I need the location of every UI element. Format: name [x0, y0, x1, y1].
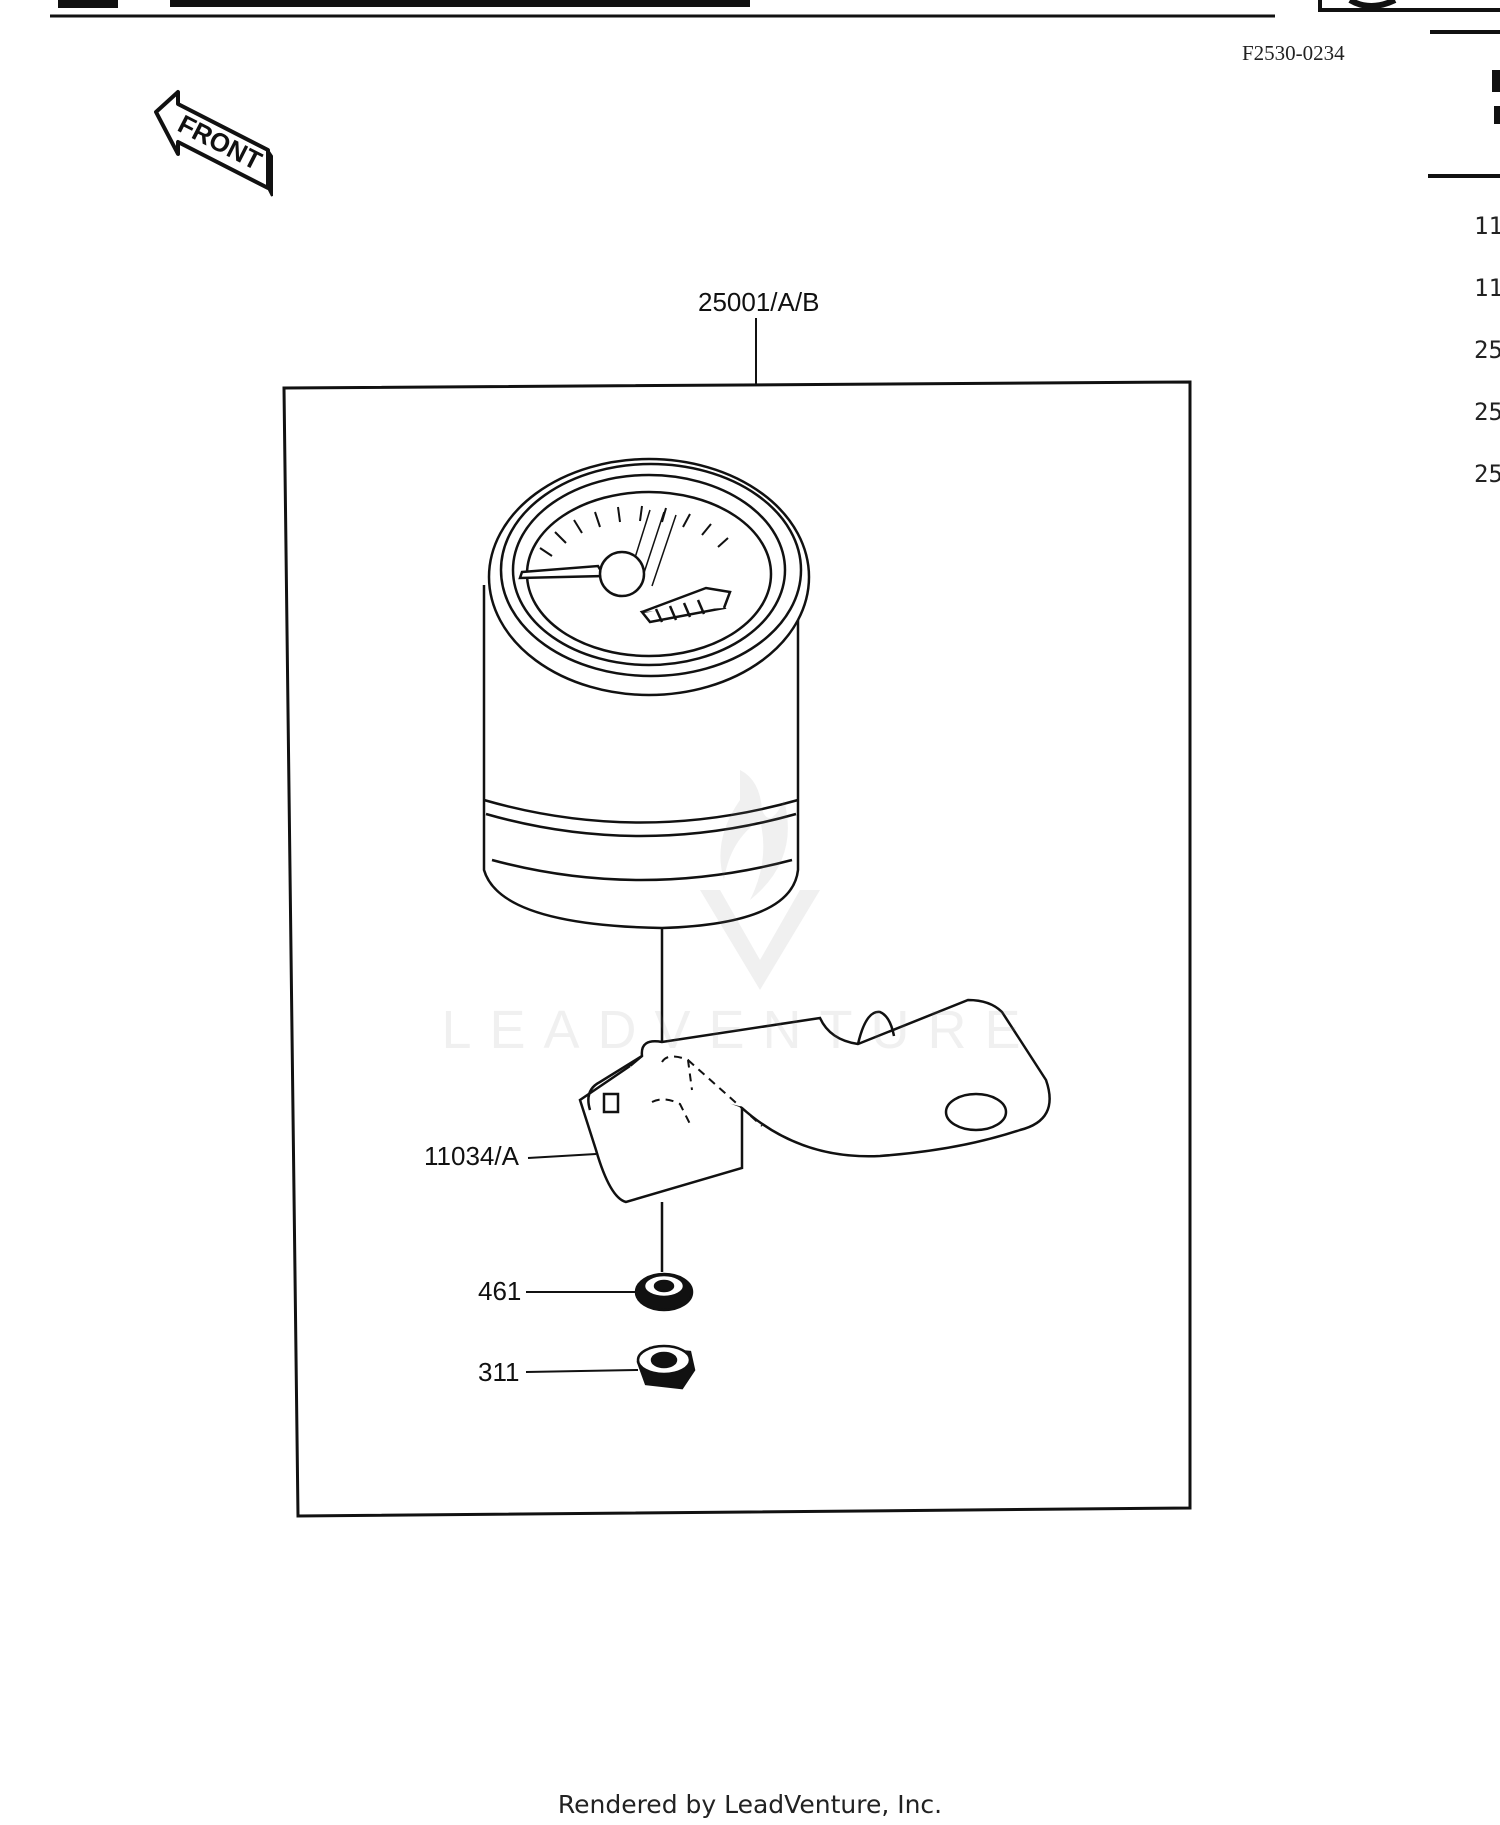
kit-frame: [282, 380, 1192, 1518]
callout-washer: 461: [478, 1276, 521, 1306]
side-parts-list: 11 11 25 25 25: [1474, 212, 1500, 488]
front-arrow-label: FRONT: [173, 109, 267, 176]
watermark-chevron-icon: [700, 890, 820, 990]
callout-meter-assembly: 25001/A/B: [698, 287, 819, 317]
side-list-item: 25: [1474, 398, 1500, 426]
meter-assembly: [482, 457, 811, 1050]
side-list-item: 25: [1474, 336, 1500, 364]
meter-bracket: [578, 998, 1051, 1272]
side-list-item: 25: [1474, 460, 1500, 488]
page-header: F2530-0234: [50, 0, 1500, 178]
watermark-text: LEADVENTURE: [441, 1000, 1038, 1060]
nut: [636, 1344, 696, 1390]
side-list-item: 11: [1474, 212, 1500, 240]
callout-bracket: 11034/A: [424, 1141, 520, 1171]
side-list-item: 11: [1474, 274, 1500, 302]
callout-nut: 311: [478, 1357, 519, 1387]
callout-leaders: [525, 318, 757, 1373]
watermark: LEADVENTURE: [441, 770, 1038, 1060]
watermark-flame-icon: [720, 770, 788, 900]
footer-credit: Rendered by LeadVenture, Inc.: [557, 1790, 943, 1819]
dial-tick-marks: [539, 505, 729, 557]
bracket-hidden-lines: [651, 1055, 763, 1127]
odometer-window: [639, 586, 732, 624]
front-arrow: FRONT: [154, 90, 273, 197]
doc-code: F2530-0234: [1242, 41, 1345, 65]
washer: [634, 1272, 694, 1312]
